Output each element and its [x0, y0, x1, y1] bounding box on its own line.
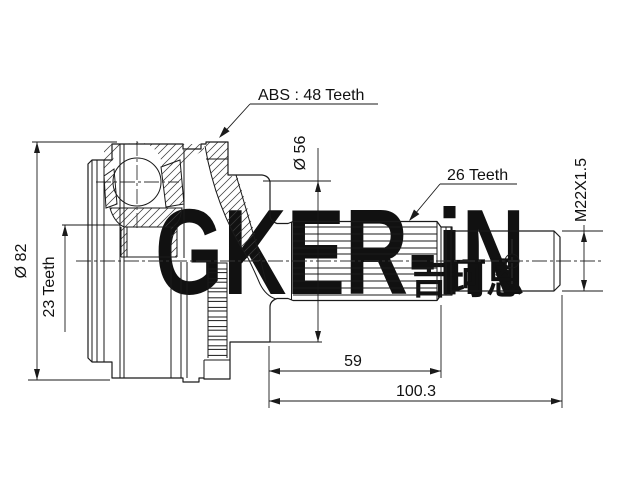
- housing-diameter-label: Ø 82: [13, 244, 30, 279]
- hatch-hub-right: [171, 227, 177, 257]
- len100-arrow-left: [269, 398, 280, 405]
- hatch-bell-back: [205, 146, 262, 261]
- abs-teeth-ladder: [207, 262, 228, 356]
- bell-back-curve: [235, 174, 267, 283]
- outer-spline-label: 26 Teeth: [447, 167, 508, 184]
- ball-bearing: [112, 157, 162, 207]
- dia56-arrow-top: [315, 181, 321, 192]
- housing-and-shaft-silhouette: [87, 141, 561, 383]
- housing-details: [91, 144, 277, 378]
- abs-ring-external: [203, 262, 230, 378]
- cage-left-wedge: [103, 168, 118, 209]
- part-outline: [87, 141, 561, 383]
- arrowheads: [34, 126, 587, 405]
- thread-arrow-bottom: [581, 280, 587, 291]
- section-hatching: [104, 142, 262, 261]
- abs-teeth-label: ABS : 48 Teeth: [258, 87, 364, 104]
- hatch-right-cage-wedge: [161, 160, 184, 207]
- hatch-inner-race: [110, 208, 182, 227]
- hatch-abs-ring: [206, 142, 228, 159]
- thread-arrow-top: [581, 231, 587, 242]
- total-length-label: 100.3: [396, 383, 436, 400]
- teeth23-arrow: [62, 225, 68, 236]
- abs-leader-arrow: [219, 126, 230, 138]
- len100-arrow-right: [551, 398, 562, 405]
- shaft-details: [291, 221, 555, 301]
- hatch-left-cage-wedge: [104, 169, 117, 208]
- spline-length-label: 59: [344, 353, 362, 370]
- dia82-arrow-top: [34, 142, 40, 153]
- watermark: GKER-iN 吉珂恩: [155, 184, 525, 320]
- cavity-back-curve: [204, 145, 277, 300]
- face-diameter-label: Ø 56: [292, 136, 309, 171]
- inner-race: [109, 207, 183, 228]
- annotations: ABS : 48 Teeth 26 Teeth 23 Teeth Ø 82 Ø …: [13, 87, 590, 400]
- inner-parts: [103, 157, 185, 258]
- len59-arrow-left: [269, 368, 280, 375]
- dia82-arrow-bottom: [34, 369, 40, 380]
- cotter-pin-hole: [504, 253, 520, 269]
- inner-spline-label: 23 Teeth: [41, 256, 58, 317]
- len59-arrow-right: [430, 368, 441, 375]
- dia56-arrow-bottom: [315, 331, 321, 342]
- thread-spec-label: M22X1.5: [573, 158, 590, 222]
- teeth26-leader-arrow: [409, 209, 420, 221]
- cage-right-wedge: [160, 159, 185, 208]
- spline-lines: [293, 226, 437, 296]
